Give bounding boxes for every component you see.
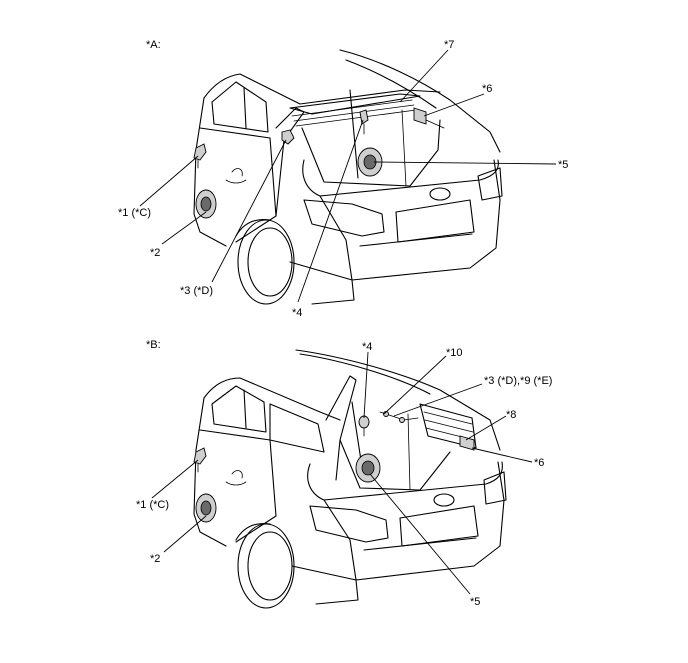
callout-a-3-leader xyxy=(211,139,287,283)
callout-b-1: *1 (*C) xyxy=(136,499,169,511)
figure-a-part-5 xyxy=(357,147,383,177)
callout-b-10-leader xyxy=(383,355,447,415)
callout-b-5: *5 xyxy=(470,596,480,608)
callout-b-10: *10 xyxy=(446,347,463,359)
figure-b-part-4 xyxy=(358,415,370,437)
figure-b-part-8 xyxy=(459,435,475,451)
callout-b-6: *6 xyxy=(534,457,544,469)
callout-b-5-leader xyxy=(369,473,471,595)
callout-a-1-leader xyxy=(139,155,199,207)
callout-b-2-leader xyxy=(163,515,207,553)
callout-a-3: *3 (*D) xyxy=(180,285,213,297)
figure-a-vehicle-drawing xyxy=(193,49,503,305)
figure-a-part-3 xyxy=(281,129,295,145)
figure-b-part-2 xyxy=(195,493,217,523)
figure-b-part-10 xyxy=(379,411,419,423)
callout-b-8: *8 xyxy=(506,409,516,421)
callout-b-6-leader xyxy=(471,447,533,463)
callout-a-4-leader xyxy=(297,119,364,303)
figure-b: *B: xyxy=(136,339,552,609)
figure-b-part-5 xyxy=(355,453,381,483)
callout-b-3-9: *3 (*D),*9 (*E) xyxy=(484,375,552,387)
callout-a-2: *2 xyxy=(150,247,160,259)
callout-b-4: *4 xyxy=(362,341,372,353)
figure-a-part-4 xyxy=(359,109,369,135)
callout-b-3-9-leader xyxy=(393,383,483,417)
figure-b-vehicle-drawing xyxy=(193,349,507,609)
callout-a-5: *5 xyxy=(558,159,568,171)
figure-a-heading: *A: xyxy=(146,39,161,51)
callout-a-5-leader xyxy=(373,161,557,165)
callout-b-2: *2 xyxy=(150,553,160,565)
callout-a-6: *6 xyxy=(482,83,492,95)
callout-a-4: *4 xyxy=(292,307,302,319)
figure-b-heading: *B: xyxy=(146,339,161,351)
callout-a-2-leader xyxy=(161,211,207,245)
figure-a-part-2 xyxy=(195,189,217,219)
callout-a-7: *7 xyxy=(444,39,454,51)
callout-a-1: *1 (*C) xyxy=(118,207,151,219)
figure-b-part-1 xyxy=(193,447,207,473)
figure-a-part-6 xyxy=(413,107,445,129)
callout-b-8-leader xyxy=(465,415,507,441)
callout-a-7-leader xyxy=(399,49,449,103)
callout-b-4-leader xyxy=(363,351,369,419)
callout-a-6-leader xyxy=(423,93,485,117)
callout-b-1-leader xyxy=(151,459,199,499)
figure-a-part-1 xyxy=(193,143,207,169)
figure-a: *A: xyxy=(118,39,568,319)
